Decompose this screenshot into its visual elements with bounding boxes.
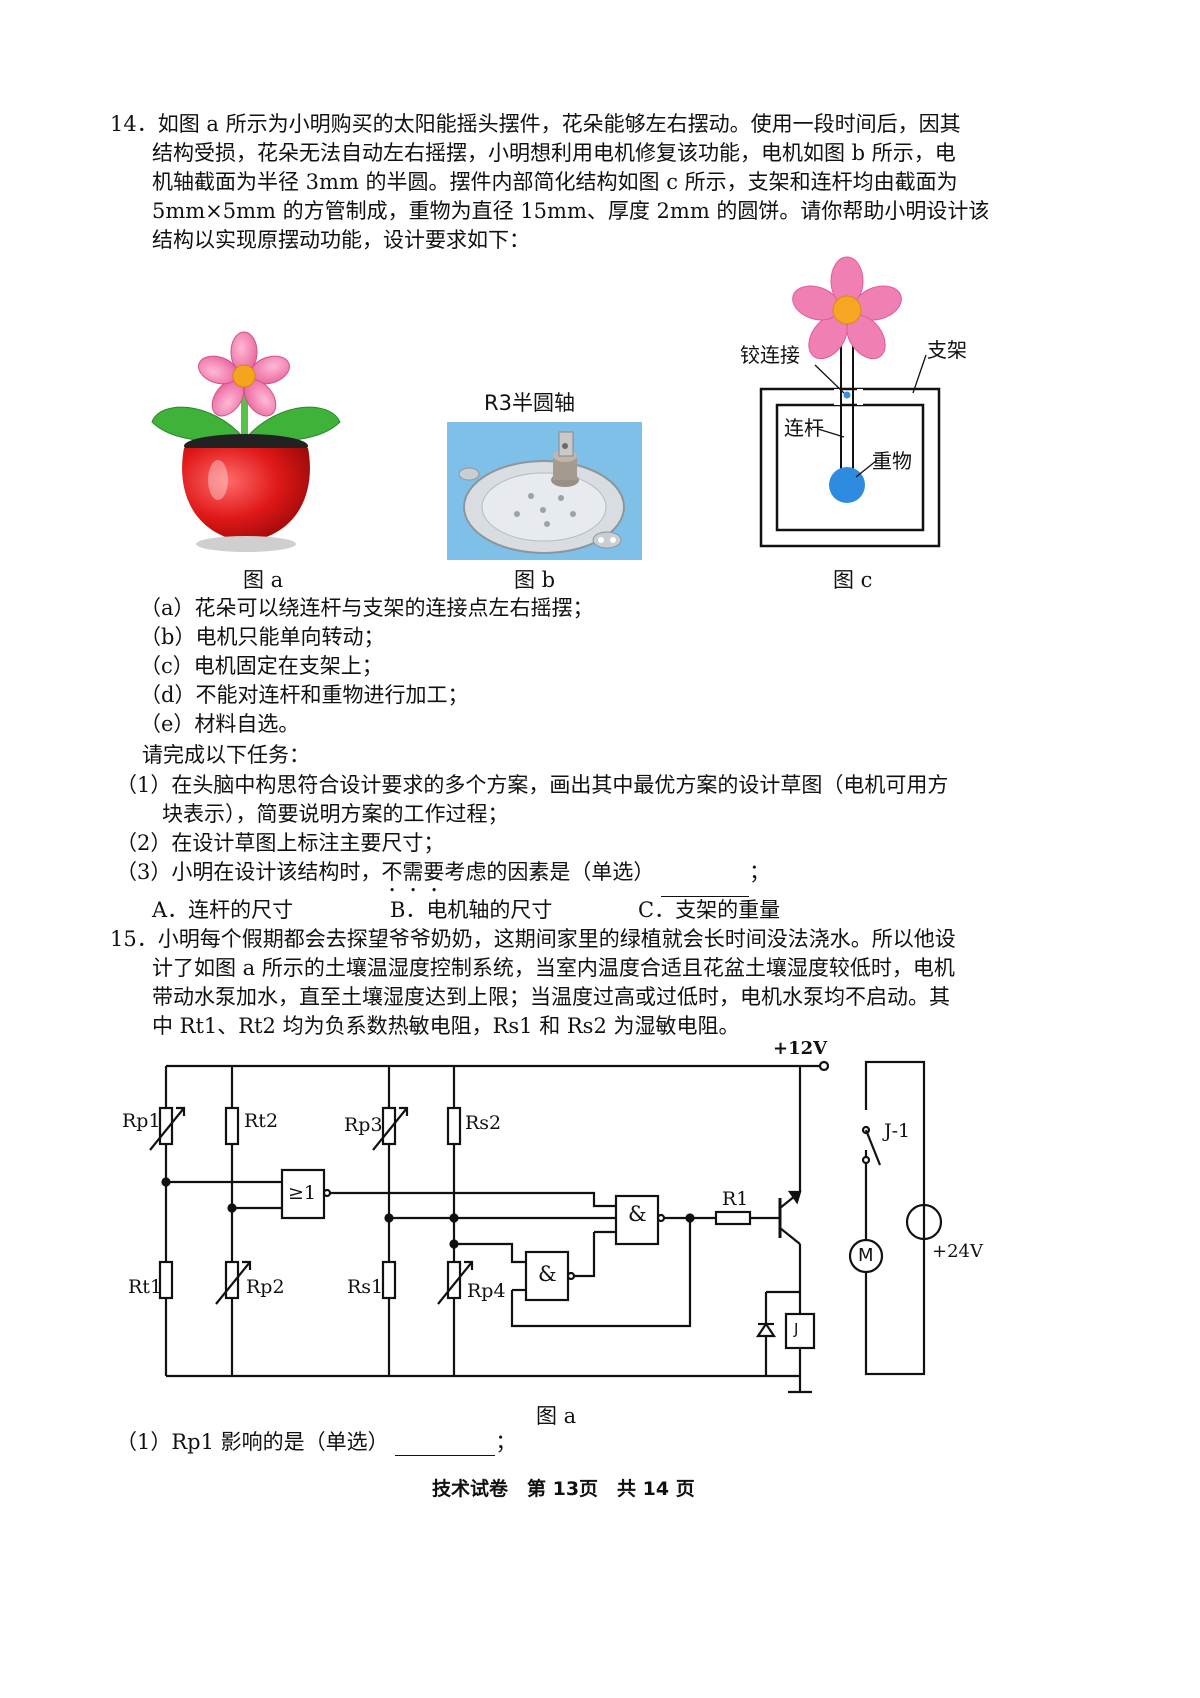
task-1-line-2: 块表示），简要说明方案的工作过程； (162, 802, 509, 826)
figure-c-hinge-label: 铰连接 (740, 343, 800, 367)
requirement-b: （b）电机只能单向转动； (140, 625, 385, 649)
q14-line-1: 14．如图 a 所示为小明购买的太阳能摇头摆件，花朵能够左右摆动。使用一段时间后… (110, 112, 961, 136)
circuit-label-rt2: Rt2 (244, 1110, 279, 1132)
q15-line-2: 计了如图 a 所示的土壤温湿度控制系统，当室内温度合适且花盆土壤湿度较低时，电机 (152, 956, 955, 980)
figure-q15-circuit (149, 1060, 943, 1394)
figure-a-flower-pot (151, 331, 341, 552)
q14-line-2: 结构受损，花朵无法自动左右摇摆，小明想利用电机修复该功能，电机如图 b 所示，电 (152, 141, 956, 165)
figure-a-caption: 图 a (243, 568, 284, 592)
task-2: （2）在设计草图上标注主要尺寸； (116, 831, 445, 855)
figure-b-motor (447, 422, 642, 560)
task-3-prefix: （3）小明在设计该结构时， (116, 860, 382, 884)
q15-line-4: 中 Rt1、Rt2 均为负系数热敏电阻，Rs1 和 Rs2 为湿敏电阻。 (152, 1014, 740, 1038)
circuit-label-12v: +12V (773, 1038, 828, 1059)
q15-figure-caption: 图 a (536, 1404, 577, 1428)
task-3-end: ； (749, 860, 771, 884)
option-b: B．电机轴的尺寸 (390, 898, 553, 922)
q14-line-3: 机轴截面为半径 3mm 的半圆。摆件内部简化结构如图 c 所示，支架和连杆均由截… (152, 170, 958, 194)
requirement-c: （c）电机固定在支架上； (140, 654, 383, 678)
q14-line-4: 5mm×5mm 的方管制成，重物为直径 15mm、厚度 2mm 的圆饼。请你帮助… (152, 199, 990, 223)
q15-sub1-end: ； (495, 1430, 517, 1454)
figure-b-caption: 图 b (514, 568, 556, 592)
q15-sub1-prefix: （1）Rp1 影响的是（单选） (116, 1430, 389, 1454)
task-3-emphasis: 不需要 (381, 860, 445, 884)
circuit-label-rp4: Rp4 (467, 1280, 506, 1302)
circuit-label-rs1: Rs1 (347, 1276, 384, 1298)
page-footer: 技术试卷 第 13页 共 14 页 (432, 1478, 695, 1500)
option-a: A．连杆的尺寸 (152, 898, 294, 922)
q15-sub1-answer-blank[interactable] (395, 1433, 496, 1456)
requirement-a: （a）花朵可以绕连杆与支架的连接点左右摇摆； (140, 596, 594, 620)
figure-c-caption: 图 c (833, 568, 873, 592)
figure-b-label: R3半圆轴 (484, 391, 575, 415)
circuit-label-rp2: Rp2 (246, 1276, 285, 1298)
circuit-label-rp1: Rp1 (122, 1110, 161, 1132)
task-intro: 请完成以下任务： (142, 743, 310, 767)
task-1-line-1: （1）在头脑中构思符合设计要求的多个方案，画出其中最优方案的设计草图（电机可用方 (116, 773, 949, 797)
requirement-e: （e）材料自选。 (140, 712, 300, 736)
circuit-label-j1: J-1 (884, 1120, 911, 1142)
figure-c-rod-label: 连杆 (784, 416, 824, 440)
and-gate-1-symbol: & (628, 1202, 647, 1226)
circuit-label-rt1: Rt1 (128, 1276, 163, 1298)
motor-symbol: M (858, 1245, 874, 1266)
figure-c-structure (759, 256, 941, 548)
q15-line-1: 15．小明每个假期都会去探望爷爷奶奶，这期间家里的绿植就会长时间没法浇水。所以他… (110, 927, 956, 951)
relay-coil-label: J (794, 1320, 799, 1338)
task-3: （3）小明在设计该结构时，不需要考虑的因素是（单选） ； (116, 858, 770, 897)
or-gate-symbol: ≥1 (288, 1182, 317, 1204)
task-3-suffix: 考虑的因素是（单选） (444, 860, 655, 884)
circuit-label-r1: R1 (722, 1188, 749, 1210)
q15-sub1: （1）Rp1 影响的是（单选） ； (116, 1428, 516, 1456)
q14-line-5: 结构以实现原摆动功能，设计要求如下： (152, 228, 530, 252)
option-c: C．支架的重量 (638, 898, 781, 922)
q15-line-3: 带动水泵加水，直至土壤湿度达到上限；当温度过高或过低时，电机水泵均不启动。其 (152, 985, 950, 1009)
and-gate-2-symbol: & (538, 1262, 557, 1286)
figure-c-bracket-label: 支架 (927, 338, 967, 362)
circuit-label-rp3: Rp3 (344, 1114, 383, 1136)
circuit-label-rs2: Rs2 (465, 1112, 502, 1134)
task-3-answer-blank[interactable] (661, 874, 750, 897)
circuit-label-24v: +24V (932, 1241, 983, 1262)
figure-c-weight-label: 重物 (872, 449, 912, 473)
requirement-d: （d）不能对连杆和重物进行加工； (140, 683, 469, 707)
